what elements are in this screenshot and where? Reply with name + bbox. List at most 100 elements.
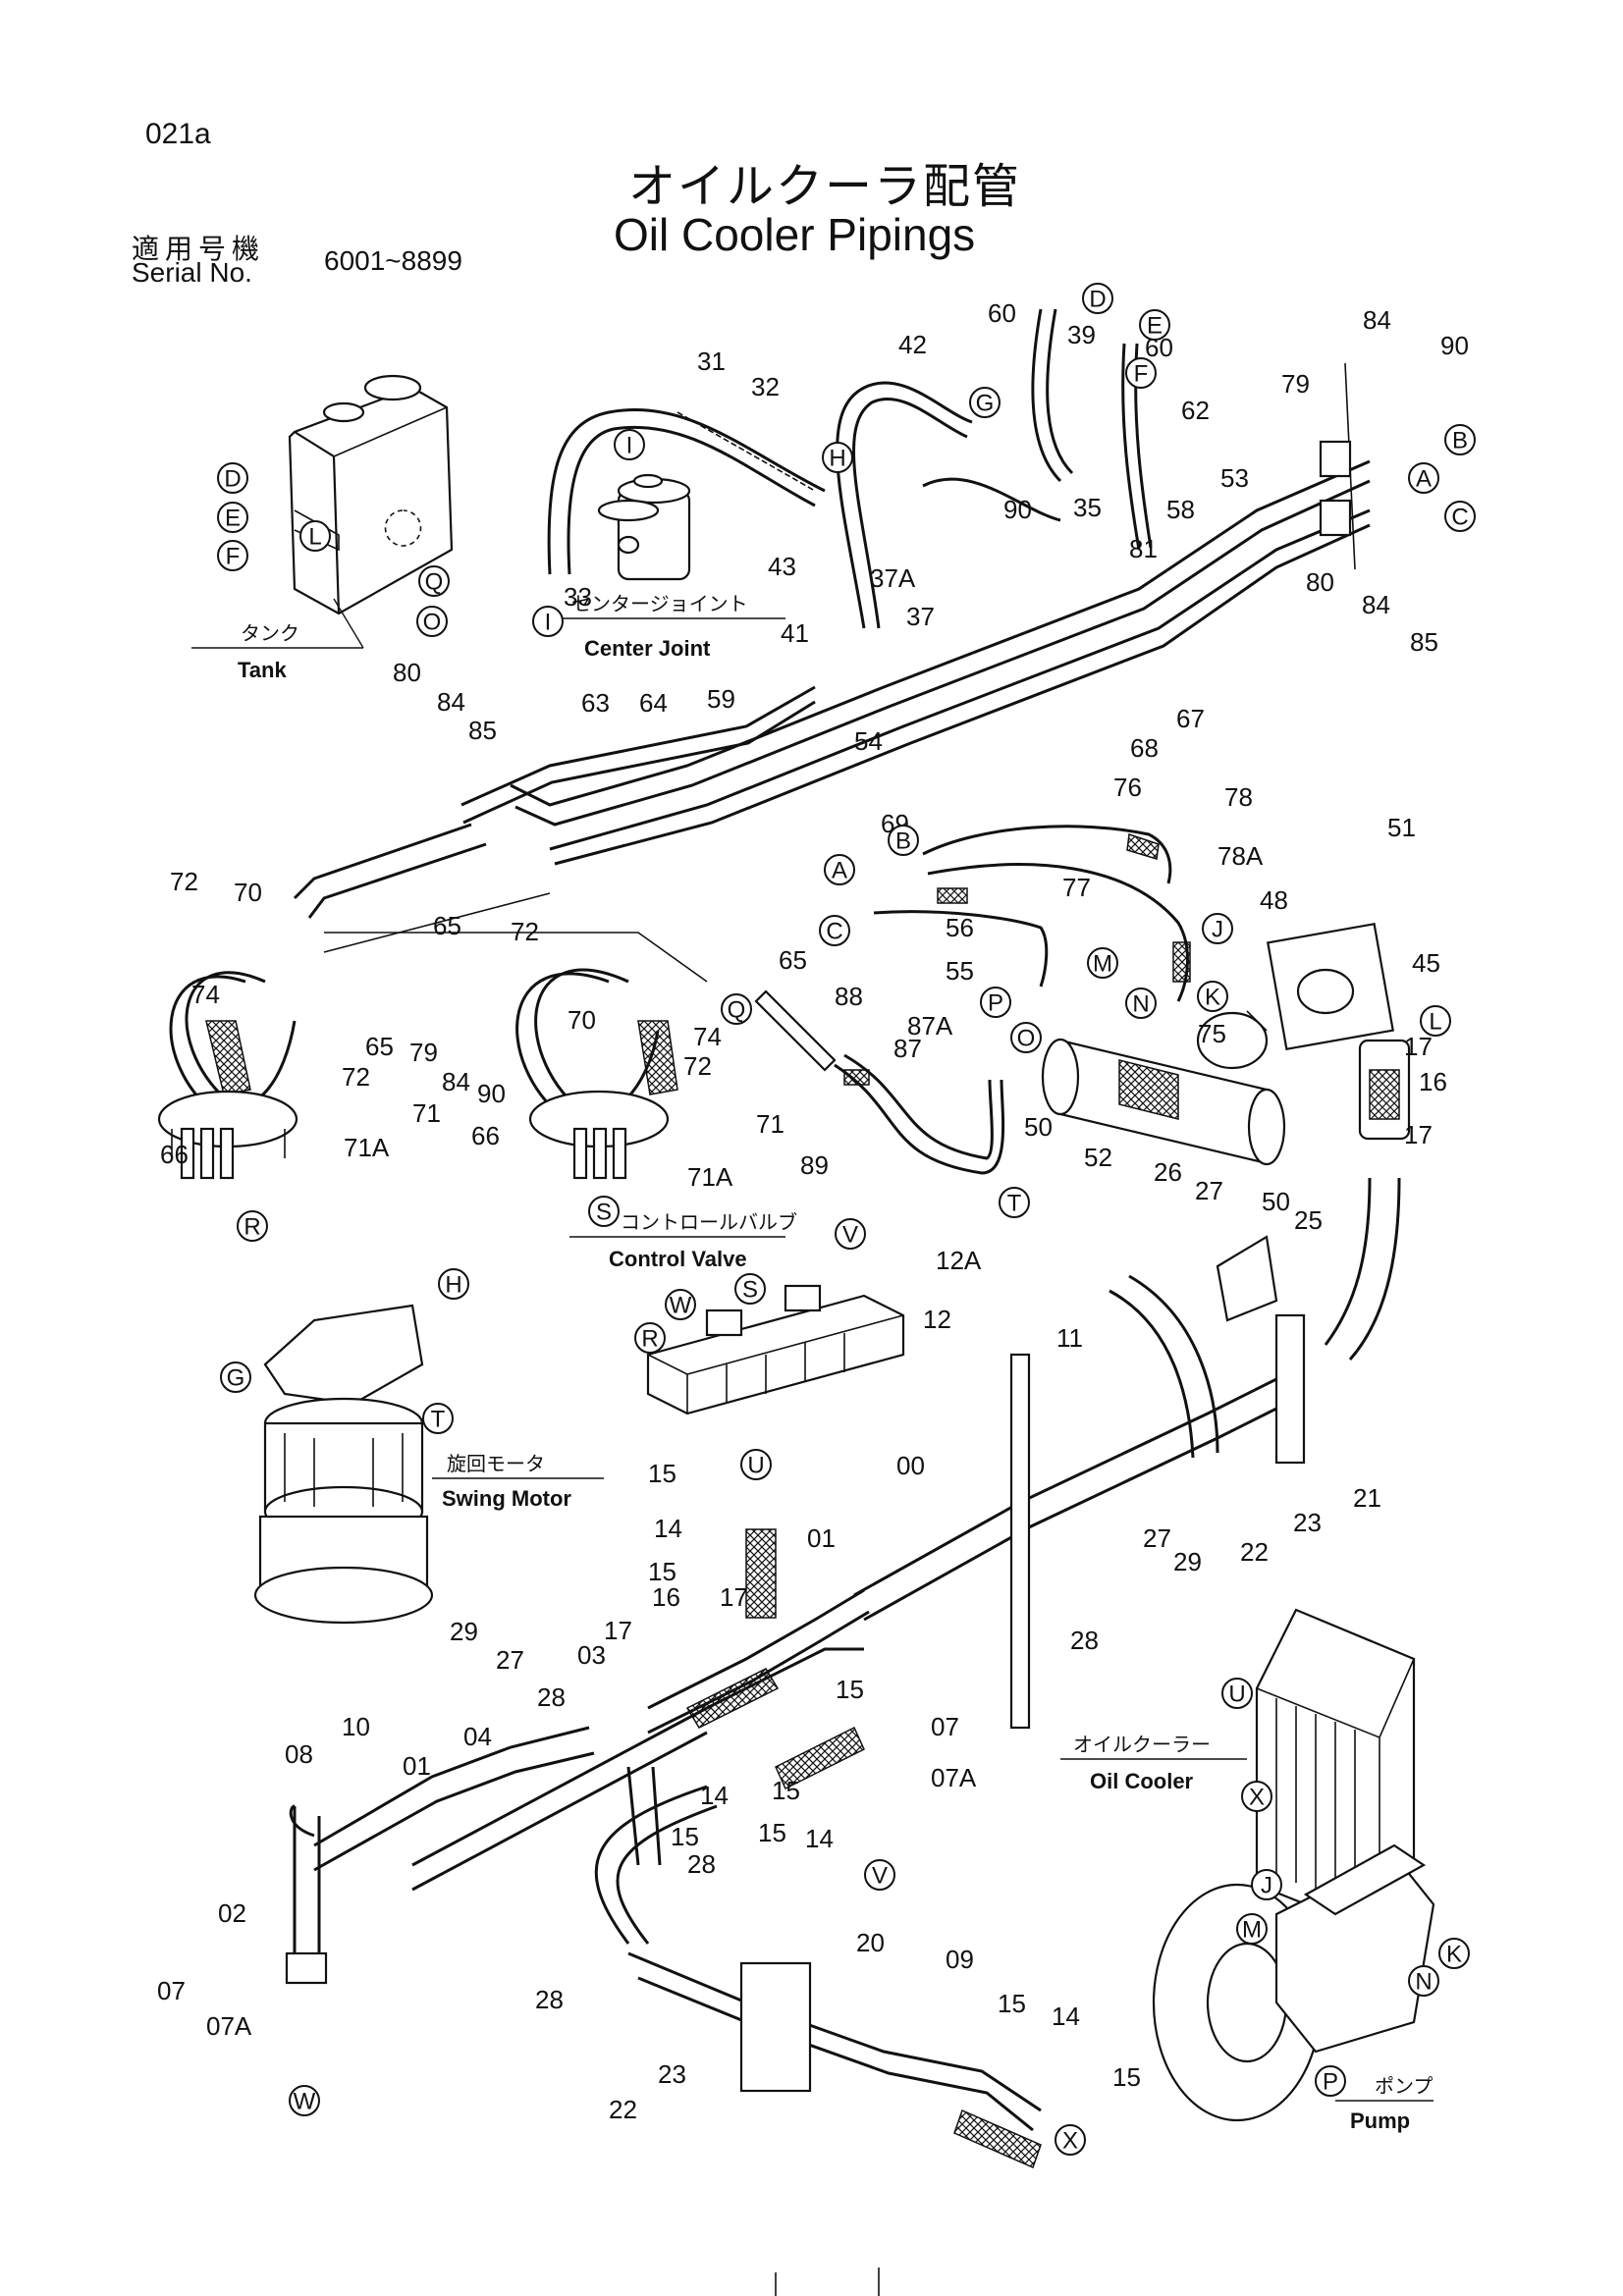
svg-text:A: A xyxy=(1416,466,1432,493)
part-number-14: 14 xyxy=(805,1824,834,1853)
swivel-hoses xyxy=(157,892,708,1180)
oil-cooler-label-jp: オイルクーラー xyxy=(1073,1733,1211,1756)
long-pipes xyxy=(293,362,1371,919)
tank-drawing xyxy=(288,374,454,615)
part-number-78: 78 xyxy=(1224,782,1253,812)
tank-label: タンク Tank xyxy=(191,598,364,682)
connection-marker-a: A xyxy=(824,854,855,885)
connection-marker-u: U xyxy=(1221,1678,1253,1709)
part-number-84: 84 xyxy=(1362,590,1390,619)
pump-drawing xyxy=(1152,1843,1435,2122)
part-number-72: 72 xyxy=(170,867,198,896)
connection-marker-h: H xyxy=(822,442,853,473)
connection-marker-l: L xyxy=(1420,1005,1451,1037)
part-number-85: 85 xyxy=(1410,627,1438,657)
part-number-77: 77 xyxy=(1062,873,1091,902)
connection-marker-b: B xyxy=(1444,424,1476,455)
svg-text:R: R xyxy=(243,1214,260,1241)
part-number-66: 66 xyxy=(471,1121,500,1150)
part-number-16: 16 xyxy=(652,1582,680,1612)
part-number-74: 74 xyxy=(191,980,220,1009)
part-number-71a: 71A xyxy=(687,1162,733,1192)
oil-cooler-label-en: Oil Cooler xyxy=(1090,1769,1194,1793)
svg-text:E: E xyxy=(1147,313,1163,340)
connection-marker-c: C xyxy=(1444,501,1476,532)
part-number-15: 15 xyxy=(1112,2062,1141,2092)
swing-motor-label-en: Swing Motor xyxy=(442,1486,571,1511)
svg-text:A: A xyxy=(832,858,847,884)
oil-cooler-label: オイルクーラー Oil Cooler xyxy=(1060,1733,1247,1793)
part-number-70: 70 xyxy=(234,878,262,907)
part-number-15: 15 xyxy=(836,1675,864,1704)
svg-text:K: K xyxy=(1446,1942,1462,1968)
control-valve-label-en: Control Valve xyxy=(609,1247,747,1271)
swing-motor-drawing xyxy=(253,1304,434,1625)
part-number-23: 23 xyxy=(658,2059,686,2089)
svg-text:Q: Q xyxy=(728,997,746,1024)
svg-text:D: D xyxy=(224,466,241,493)
svg-text:Q: Q xyxy=(425,569,444,596)
part-number-88: 88 xyxy=(835,982,863,1011)
svg-text:M: M xyxy=(1093,951,1112,978)
svg-text:V: V xyxy=(842,1222,858,1249)
connection-marker-d: D xyxy=(1082,283,1113,314)
part-number-71a: 71A xyxy=(344,1133,390,1162)
part-number-28: 28 xyxy=(535,1985,564,2014)
tank-label-jp: タンク xyxy=(241,621,299,645)
center-joint-label-jp: センタージョイント xyxy=(571,592,748,615)
svg-text:L: L xyxy=(308,524,321,551)
connection-marker-k: K xyxy=(1197,981,1228,1012)
svg-text:E: E xyxy=(225,506,241,532)
part-number-56: 56 xyxy=(946,913,974,942)
svg-text:L: L xyxy=(1429,1009,1441,1036)
connection-marker-m: M xyxy=(1236,1913,1268,1945)
part-number-15: 15 xyxy=(648,1459,676,1488)
part-number-14: 14 xyxy=(1052,2002,1080,2031)
connection-marker-u: U xyxy=(740,1449,772,1480)
connection-marker-f: F xyxy=(1125,357,1157,389)
connection-marker-v: V xyxy=(835,1218,866,1250)
center-joint-label-en: Center Joint xyxy=(584,636,711,661)
control-valve-drawing xyxy=(646,1284,905,1415)
part-number-12a: 12A xyxy=(936,1246,982,1275)
control-valve-label: コントロールバルブ Control Valve xyxy=(569,1210,797,1271)
part-number-80: 80 xyxy=(1306,567,1334,597)
svg-text:F: F xyxy=(226,544,241,570)
part-number-65: 65 xyxy=(433,911,461,940)
svg-text:X: X xyxy=(1249,1785,1265,1811)
hose-89 xyxy=(754,989,1005,1175)
svg-text:P: P xyxy=(1323,2069,1338,2096)
middle-right-hoses xyxy=(873,825,1191,1002)
part-number-79: 79 xyxy=(1281,369,1310,399)
part-number-59: 59 xyxy=(707,684,735,714)
svg-text:I: I xyxy=(545,610,552,636)
part-number-76: 76 xyxy=(1113,773,1142,802)
part-number-87a: 87A xyxy=(907,1011,953,1041)
part-number-42: 42 xyxy=(898,330,927,359)
serial-label: Serial No. xyxy=(132,257,252,288)
connection-marker-r: R xyxy=(634,1322,666,1354)
part-number-64: 64 xyxy=(639,688,668,718)
cooler-pipe-assembly xyxy=(1041,923,1411,1361)
part-number-28: 28 xyxy=(537,1682,566,1712)
center-joint-label: センタージョイント Center Joint xyxy=(560,592,785,661)
part-number-75: 75 xyxy=(1198,1019,1226,1048)
part-number-16: 16 xyxy=(1419,1067,1447,1096)
svg-text:U: U xyxy=(747,1453,764,1479)
part-number-15: 15 xyxy=(998,1989,1026,2018)
part-number-71: 71 xyxy=(756,1109,784,1139)
scan-edge-marks xyxy=(775,2268,880,2296)
part-number-80: 80 xyxy=(393,658,421,687)
svg-text:U: U xyxy=(1228,1682,1245,1708)
svg-text:T: T xyxy=(1007,1191,1022,1217)
part-number-15: 15 xyxy=(648,1557,676,1586)
connection-marker-f: F xyxy=(217,540,248,571)
part-number-63: 63 xyxy=(581,688,610,718)
part-number-00: 00 xyxy=(896,1451,925,1480)
part-number-87: 87 xyxy=(893,1034,922,1063)
svg-text:R: R xyxy=(641,1326,658,1353)
part-number-90: 90 xyxy=(1440,331,1469,360)
part-number-04: 04 xyxy=(463,1722,492,1751)
connection-marker-g: G xyxy=(220,1362,251,1393)
connection-markers: AABBCCDDEEFFGGHHIIJJKKLLMMNNOOPPQQRRSSTT… xyxy=(217,283,1476,2156)
